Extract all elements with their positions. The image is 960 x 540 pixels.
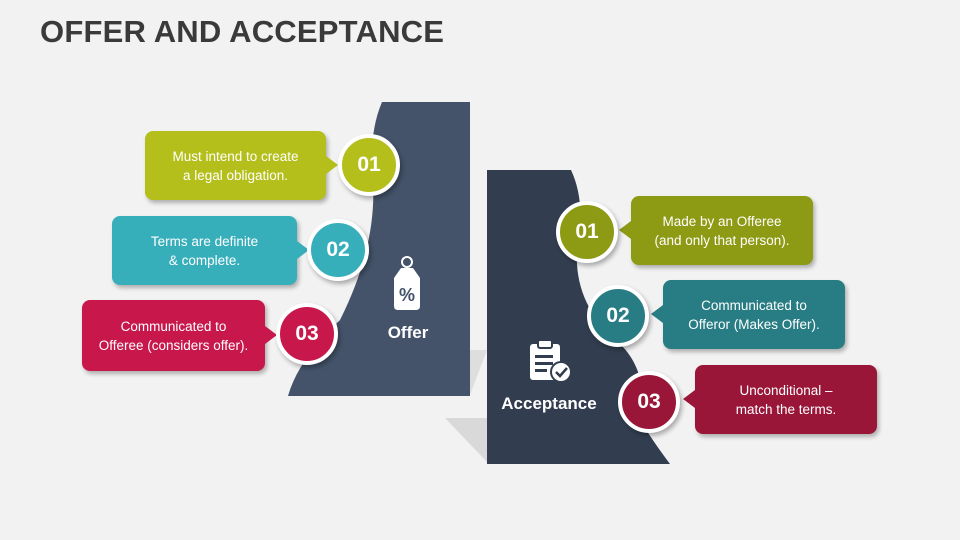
offer-text-line: & complete. xyxy=(168,252,241,268)
offer-panel xyxy=(288,102,470,396)
acceptance-text-box: Communicated to Offeror (Makes Offer). xyxy=(663,280,845,349)
acceptance-number-badge: 01 xyxy=(556,201,618,263)
offer-text-line: Must intend to create xyxy=(172,148,299,164)
price-tag-percent-icon: % xyxy=(394,256,420,310)
acceptance-text-box: Made by an Offeree (and only that person)… xyxy=(631,196,813,265)
acceptance-number-badge: 02 xyxy=(587,285,649,347)
offer-text-line: Communicated to xyxy=(120,318,227,334)
acceptance-text-line: Communicated to xyxy=(701,297,807,313)
acceptance-text-line: (and only that person). xyxy=(654,232,790,248)
offer-text-line: Offeree (considers offer). xyxy=(98,337,249,353)
acceptance-pointer xyxy=(683,390,695,408)
acceptance-text-line: Offeror (Makes Offer). xyxy=(688,316,820,332)
offer-number-badge: 02 xyxy=(307,219,369,281)
acceptance-text-line: Unconditional – xyxy=(739,382,833,398)
offer-pointer xyxy=(326,156,338,174)
offer-pointer xyxy=(265,326,277,344)
clipboard-check-icon xyxy=(530,339,572,383)
acceptance-text-line: match the terms. xyxy=(735,401,837,417)
acceptance-pointer xyxy=(619,221,631,239)
acceptance-text-line: Made by an Offeree xyxy=(662,213,782,229)
page-title: OFFER AND ACCEPTANCE xyxy=(40,14,445,49)
acceptance-pointer xyxy=(651,305,663,323)
offer-text-line: a legal obligation. xyxy=(182,167,289,183)
offer-text-line: Terms are definite xyxy=(150,233,259,249)
offer-text-box: Terms are definite & complete. xyxy=(112,216,297,285)
offer-label: Offer xyxy=(387,323,429,342)
acceptance-shadow xyxy=(445,418,487,462)
offer-text-box: Must intend to create a legal obligation. xyxy=(145,131,326,200)
svg-text:%: % xyxy=(399,285,415,305)
offer-shadow xyxy=(470,350,487,395)
acceptance-label: Acceptance xyxy=(501,394,597,413)
offer-text-box: Communicated to Offeree (considers offer)… xyxy=(82,300,265,371)
acceptance-text-box: Unconditional – match the terms. xyxy=(695,365,877,434)
offer-number-badge: 03 xyxy=(276,303,338,365)
offer-pointer xyxy=(297,241,309,259)
acceptance-number-badge: 03 xyxy=(618,371,680,433)
offer-number-badge: 01 xyxy=(338,134,400,196)
